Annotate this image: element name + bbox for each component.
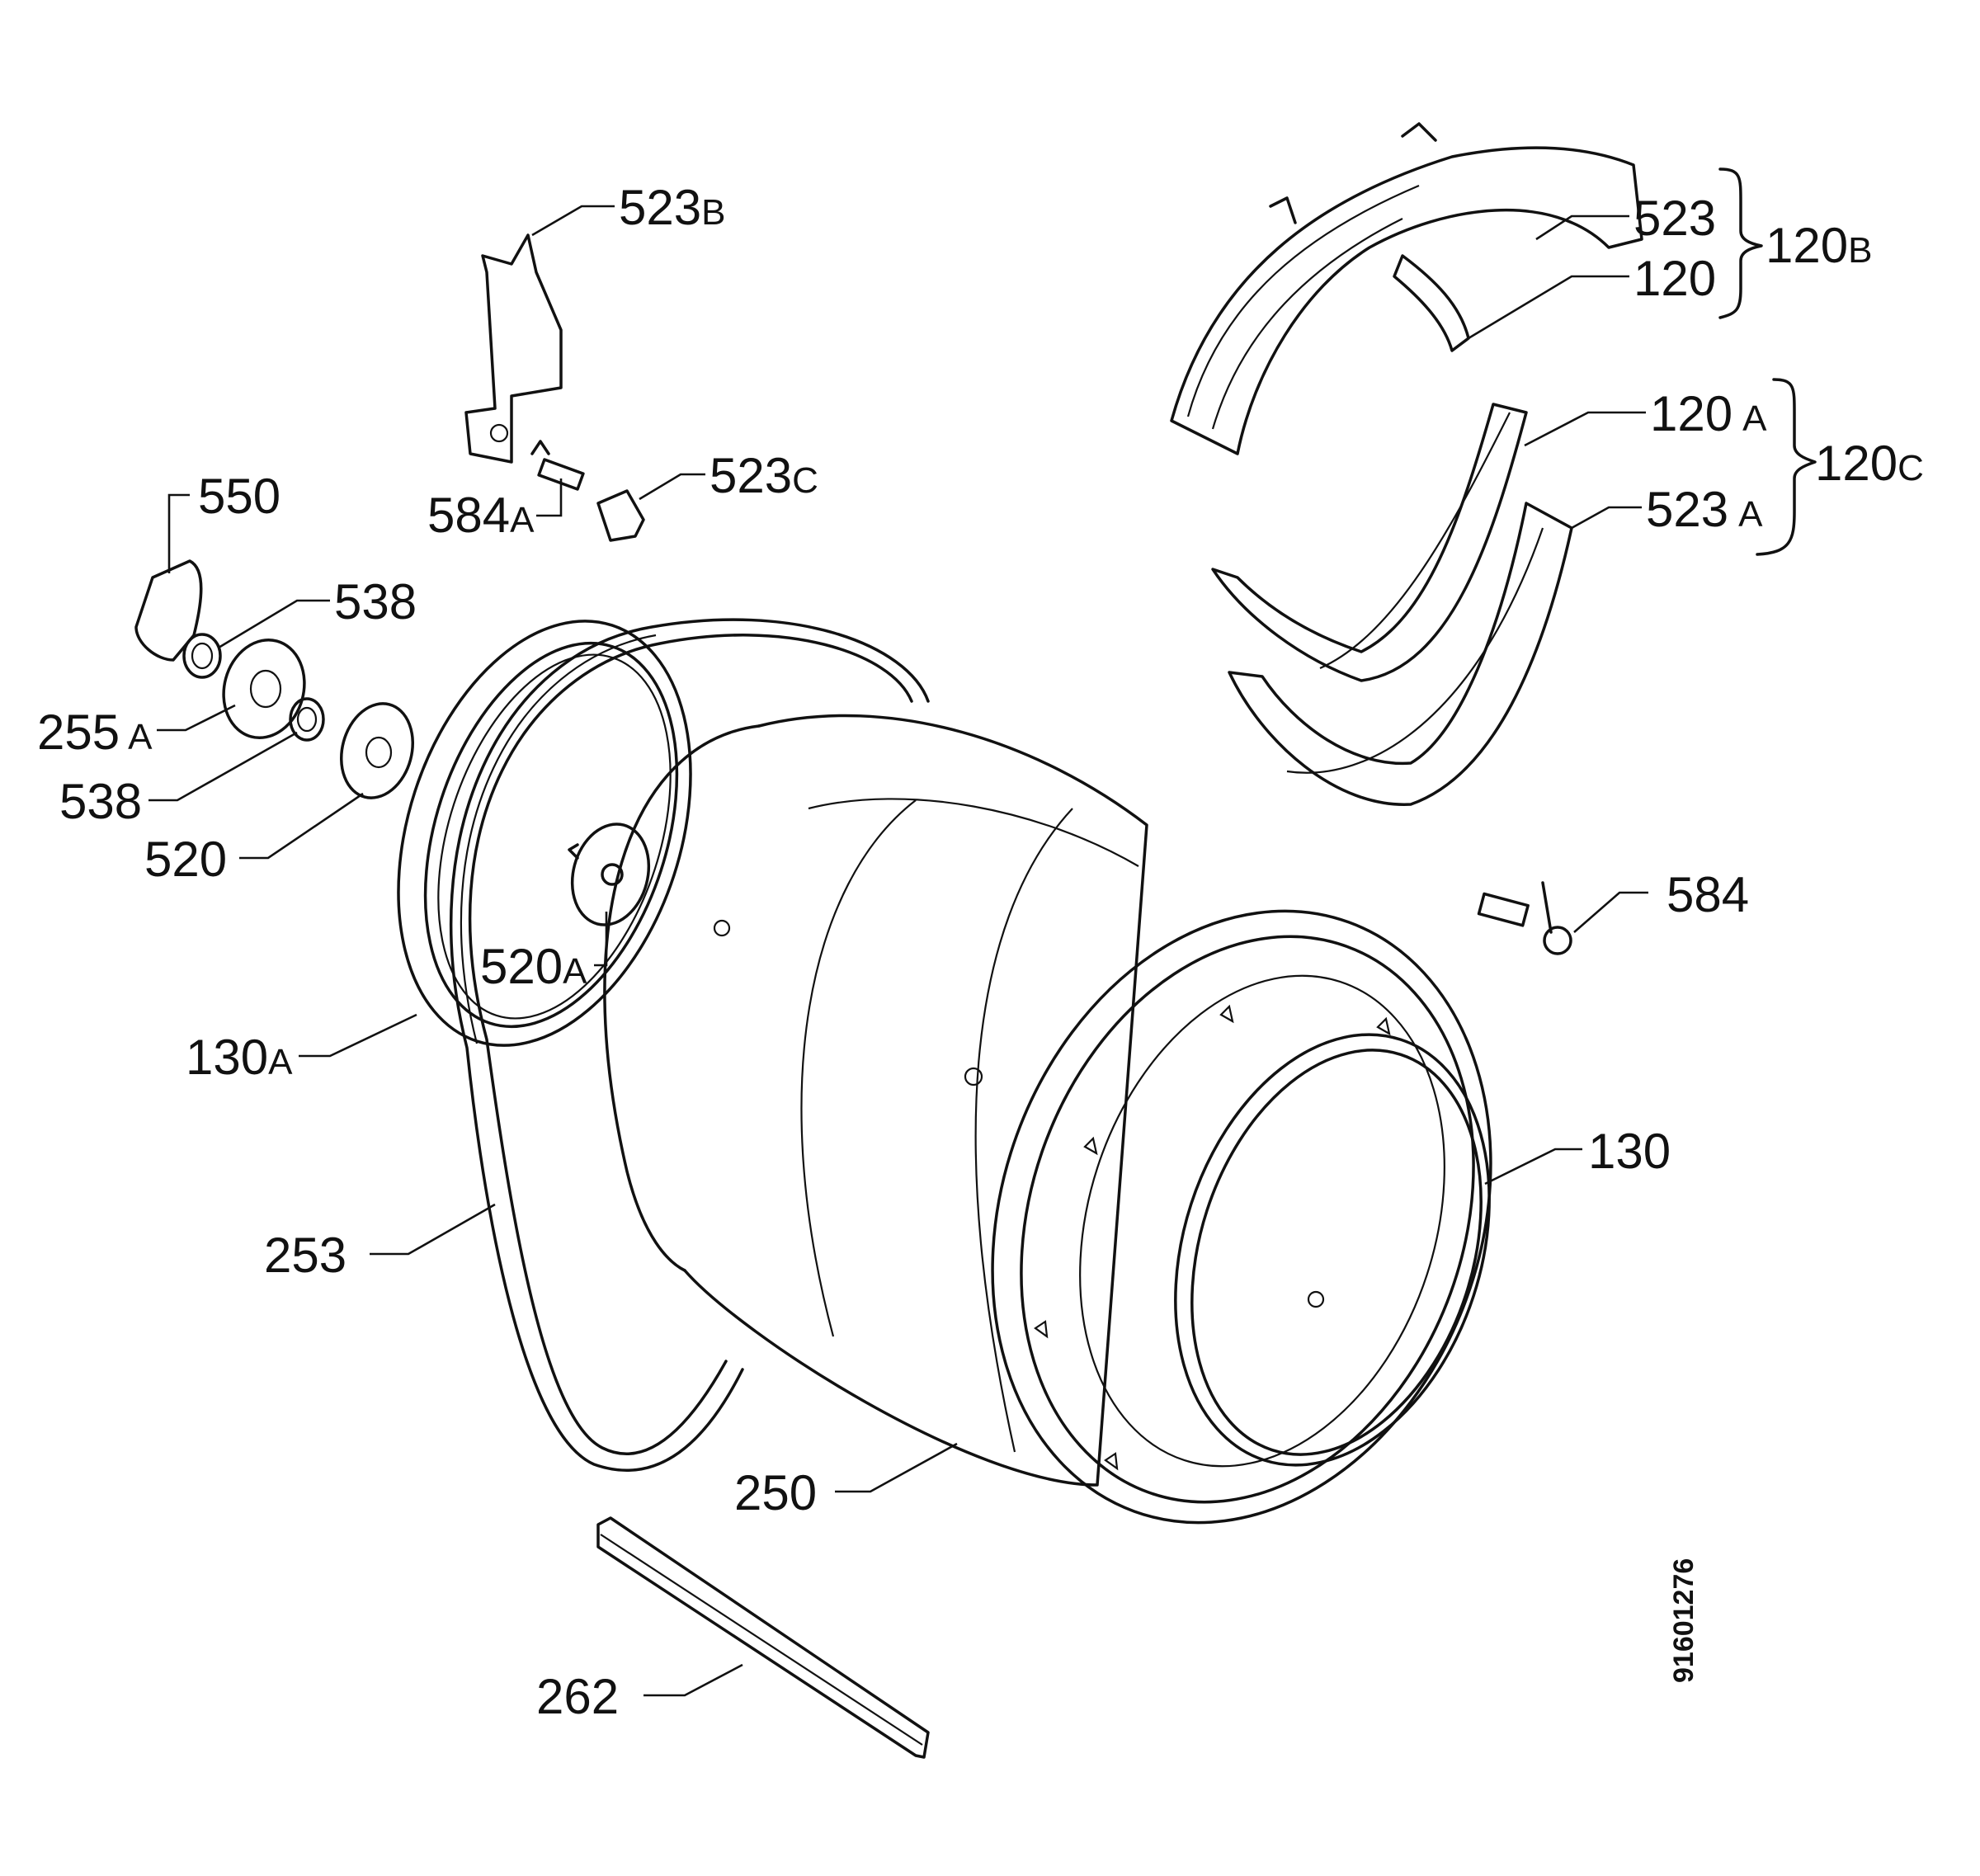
leader-538-bottom [148, 731, 298, 802]
brace-120b [1718, 167, 1763, 319]
part-523b-bracket [464, 233, 563, 464]
leader-520 [239, 792, 364, 860]
callout-130: 130 [1588, 1124, 1671, 1179]
brace-120c [1756, 378, 1817, 556]
leader-523c [639, 473, 705, 501]
leader-120 [1468, 275, 1629, 340]
part-130a-rear-cover [397, 620, 692, 1047]
callout-538-bottom: 538 [59, 774, 142, 829]
leader-584a [536, 478, 563, 517]
callout-523c: 523C [710, 448, 818, 503]
part-550-holder [134, 559, 203, 662]
part-520-plate [339, 702, 415, 799]
part-523c-clip [596, 489, 645, 542]
callout-262: 262 [536, 1669, 619, 1724]
callout-550: 550 [198, 469, 280, 524]
callout-520: 520 [144, 832, 227, 887]
leader-520a [594, 912, 608, 967]
callout-523: 523 [1634, 191, 1716, 246]
part-120b-upper-support [1170, 122, 1643, 455]
callout-520a: 520A [480, 939, 587, 994]
leader-538-top [218, 599, 330, 649]
leader-523a [1571, 506, 1642, 530]
callout-584: 584 [1666, 867, 1749, 922]
callout-130a: 130A [186, 1030, 293, 1085]
part-538-washer-bottom [289, 697, 325, 742]
part-584-sensor [1477, 881, 1572, 955]
part-120a-support [1211, 403, 1528, 682]
callout-523b: 523B [619, 180, 725, 235]
callout-120b: 120B [1766, 218, 1872, 273]
leader-523 [1535, 214, 1629, 241]
part-584a-sensor [530, 440, 585, 491]
leader-130a [299, 1013, 417, 1058]
part-253-drive-belt [450, 618, 930, 1472]
leader-262 [644, 1663, 743, 1697]
part-120-small-insert [1393, 254, 1470, 352]
callout-120: 120 [1634, 251, 1716, 306]
callout-253: 253 [264, 1228, 346, 1283]
part-520a-bearing-plate [568, 823, 651, 926]
leader-253 [370, 1203, 496, 1256]
part-250-drum [603, 714, 1148, 1487]
leader-120a [1524, 411, 1646, 447]
leader-250 [835, 1442, 958, 1493]
leader-584 [1573, 891, 1648, 933]
callout-120c: 120C [1815, 436, 1924, 491]
part-262-lifter [596, 1516, 930, 1759]
document-number: 91601276 [1668, 1558, 1700, 1683]
leader-255a [157, 704, 236, 732]
callout-538-top: 538 [334, 574, 417, 629]
leader-lines [148, 205, 1648, 1697]
part-538-washer-top [182, 633, 222, 679]
leader-550 [167, 493, 190, 573]
part-523a-support [1228, 502, 1573, 806]
callout-250: 250 [734, 1465, 817, 1520]
part-255a-bearing [222, 638, 306, 740]
leader-523b [531, 205, 615, 237]
callout-584a: 584A [427, 488, 535, 543]
leader-130 [1484, 1148, 1582, 1185]
part-130-front-ring [991, 909, 1492, 1525]
